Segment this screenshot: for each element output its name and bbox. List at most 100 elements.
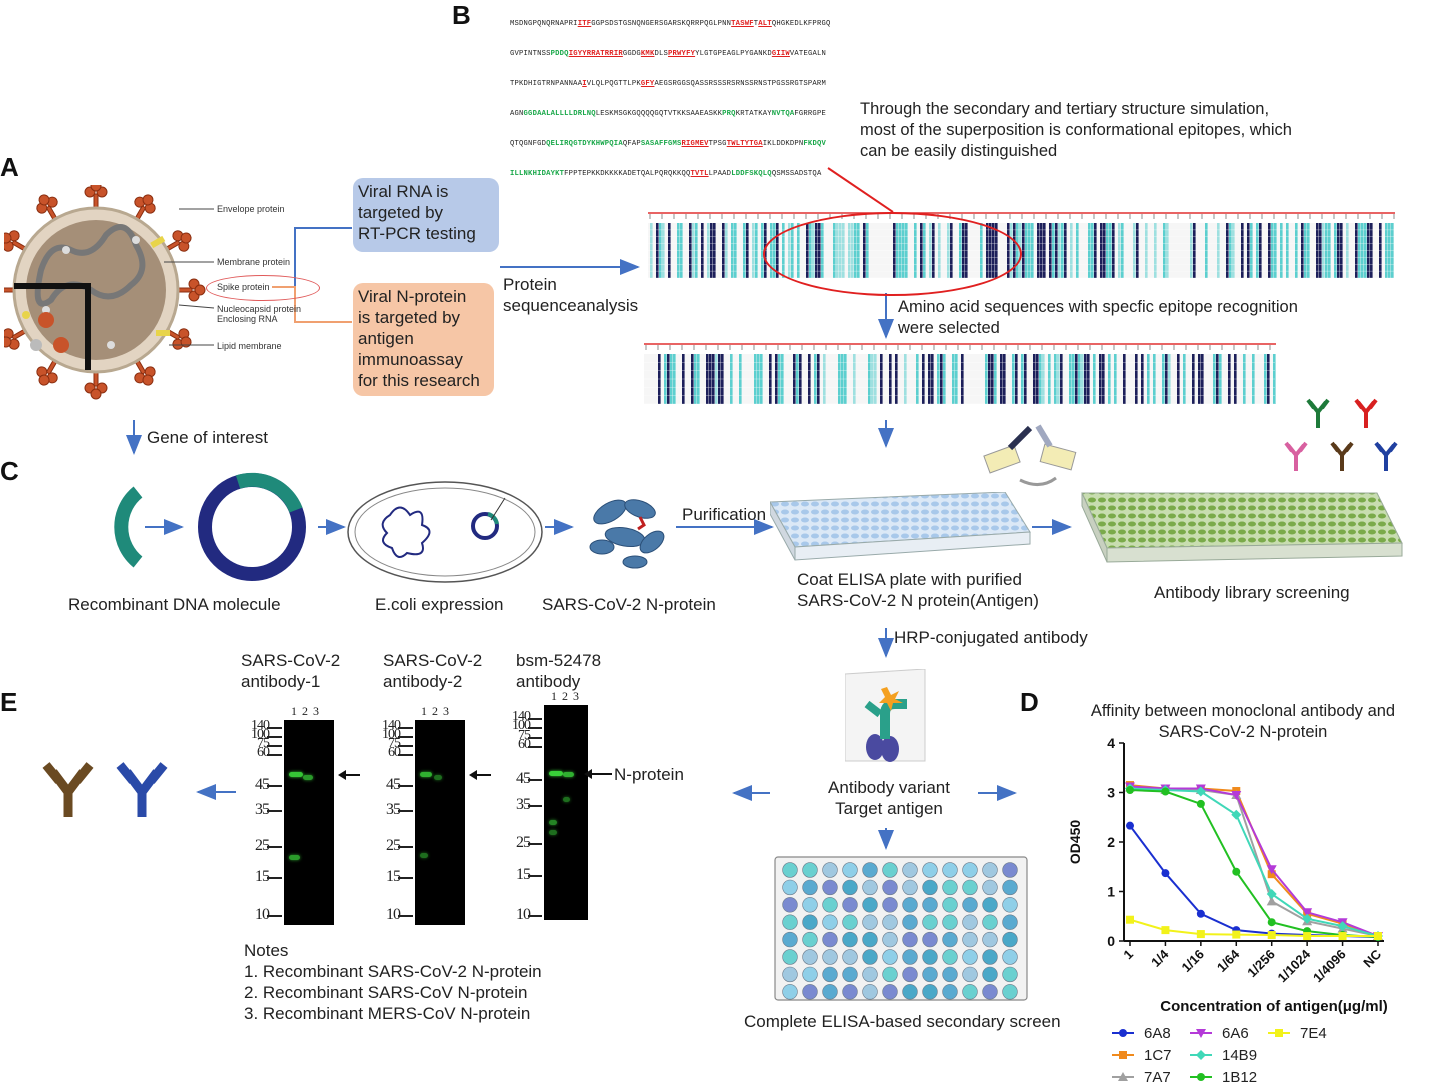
y-tick-label: 3	[1107, 785, 1115, 801]
protein-analysis-label: Protein sequenceanalysis	[503, 274, 638, 316]
marker-tick	[267, 877, 282, 879]
coat-plate-line-1: Coat ELISA plate with purified	[797, 570, 1022, 589]
data-point	[1161, 787, 1170, 796]
sequence-segment: GFY	[640, 80, 655, 88]
series-14B9	[1125, 783, 1383, 942]
lane-label: 3	[573, 689, 579, 703]
pipette-cycle-icon	[983, 424, 1077, 486]
protein-band	[563, 797, 570, 802]
sequence-line: GVPINTNSSPDDQIGYYRRATRRIRGGDGKMKDLSPRWYF…	[510, 50, 826, 58]
ecoli-cell-illustration	[347, 481, 543, 583]
n-protein-arrow	[584, 769, 612, 779]
chromosome-icon	[381, 506, 431, 558]
series-7E4	[1126, 915, 1382, 941]
sequence-segment: FGRRGPE	[794, 110, 826, 118]
marker-tick	[267, 915, 282, 917]
label-enclosing-rna: Enclosing RNA	[217, 314, 278, 324]
elisa-96-well-plate	[774, 856, 1028, 1001]
sequence-segment: TPKDHIGTRNPANNAA	[510, 80, 583, 88]
n-protein-line-5: for this research	[358, 371, 480, 390]
x-axis-label: Concentration of antigen(μg/ml)	[1160, 998, 1388, 1015]
marker-label: 75	[257, 736, 270, 751]
marker-label: 140	[512, 709, 531, 724]
antigen-immunoassay-box: Viral N-protein is targeted by antigen i…	[353, 283, 494, 396]
sequence-segment: TPSG	[708, 140, 727, 148]
marker-tick	[528, 778, 542, 781]
blot-title-line: antibody-2	[383, 672, 463, 691]
sequence-segment: KRTATKAY	[735, 110, 772, 118]
marker-label: 75	[388, 736, 401, 751]
legend-label: 6A8	[1144, 1025, 1171, 1042]
protein-band	[549, 820, 557, 825]
marker-label: 35	[386, 801, 401, 818]
sequence-segment: LESKMSGKGQQQQGQTVTKKSAAEASKK	[595, 110, 723, 118]
protein-analysis-line-1: Protein	[503, 275, 557, 294]
series-line	[1129, 918, 1378, 938]
purification-label: Purification	[682, 505, 767, 524]
panel-label-b: B	[452, 0, 471, 30]
protein-analysis-line-2: sequenceanalysis	[503, 296, 639, 315]
marker-tick	[528, 718, 542, 720]
protein-band	[289, 855, 300, 860]
series-7A7	[1125, 782, 1383, 941]
marker-label: 10	[255, 906, 270, 923]
sequence-segment: VATEGALN	[789, 50, 827, 58]
marker-label: 35	[255, 801, 270, 818]
antibody-antigen-icon	[845, 669, 926, 762]
marker-tick	[398, 785, 413, 787]
marker-label: 75	[518, 727, 531, 743]
antibody-pair-icon	[32, 755, 182, 825]
sequence-segment: TWLTYTGA	[726, 140, 763, 148]
sequence-segment: QFAP	[622, 140, 641, 148]
x-tick-label: 1/256	[1244, 947, 1278, 981]
marker-label: 15	[386, 868, 401, 885]
data-point	[1374, 932, 1382, 941]
marker-label: 10	[516, 906, 531, 924]
data-point	[1266, 896, 1277, 906]
band-arrow	[338, 770, 360, 780]
marker-label: 15	[516, 866, 531, 884]
marker-label: 10	[386, 906, 401, 923]
y-tick-label: 1	[1107, 884, 1115, 900]
selected-note: Amino acid sequences with specfic epitop…	[898, 297, 1298, 339]
n-protein-band-label: N-protein	[614, 765, 684, 784]
elisa-plate-screening	[1081, 492, 1403, 563]
protein-structure-icon	[589, 499, 665, 569]
structure-note-line-2: most of the superposition is conformatio…	[860, 121, 1292, 139]
data-point	[1275, 1029, 1283, 1037]
marker-label: 60	[518, 737, 531, 753]
marker-tick	[528, 727, 542, 730]
label-spike-protein: Spike protein	[217, 282, 270, 292]
blot-title-line: antibody-1	[241, 672, 321, 691]
marker-label: 100	[512, 718, 531, 734]
panel-label-e: E	[0, 687, 18, 717]
n-protein-line-1: Viral N-protein	[358, 287, 467, 306]
sequence-segment: QELIRQGTDYKHWPQIA	[546, 140, 623, 148]
sequence-line: AGNGGDAALALLLLDRLNQLESKMSGKGQQQQGQTVTKKS…	[510, 110, 826, 118]
legend-item: 14B9	[1190, 1047, 1257, 1064]
rt-pcr-line-1: Viral RNA is	[358, 182, 449, 201]
y-tick-label: 4	[1107, 735, 1115, 751]
blot-title: SARS-CoV-2 antibody-2	[383, 650, 493, 692]
lane-label: 1	[551, 689, 557, 703]
marker-label: 60	[388, 745, 401, 760]
legend-label: 1B12	[1222, 1069, 1257, 1085]
rt-pcr-line-2: targeted by	[358, 203, 444, 222]
marker-tick	[267, 745, 282, 747]
panel-label-d: D	[1020, 687, 1039, 717]
marker-tick	[398, 727, 413, 729]
sequence-segment: AEGSRGGSQASSRSSSRSRNSSRNSTPGSSRGTSPARM	[654, 80, 826, 88]
label-lipid-membrane: Lipid membrane	[217, 341, 282, 351]
sequence-segment: AGN	[510, 110, 524, 118]
sequence-line: TPKDHIGTRNPANNAAIVLQLPQGTTLPKGFYAEGSRGGS…	[510, 80, 826, 88]
blot-title-line: SARS-CoV-2	[383, 651, 483, 670]
label-envelope-protein: Envelope protein	[217, 204, 285, 214]
marker-tick	[267, 810, 282, 812]
sequence-segment: VLQLPQGTTLPK	[586, 80, 641, 88]
data-point	[1196, 1050, 1206, 1060]
n-protein-line-4: immunoassay	[358, 350, 463, 369]
series-line	[1129, 787, 1379, 938]
